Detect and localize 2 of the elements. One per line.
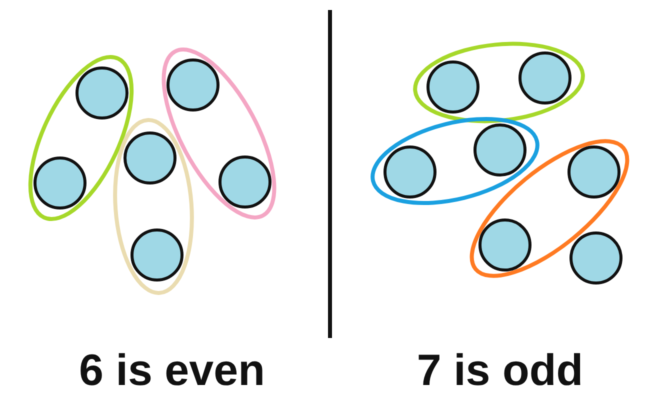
number-label: 6 is even — [79, 346, 265, 395]
number-label: 7 is odd — [416, 346, 584, 395]
